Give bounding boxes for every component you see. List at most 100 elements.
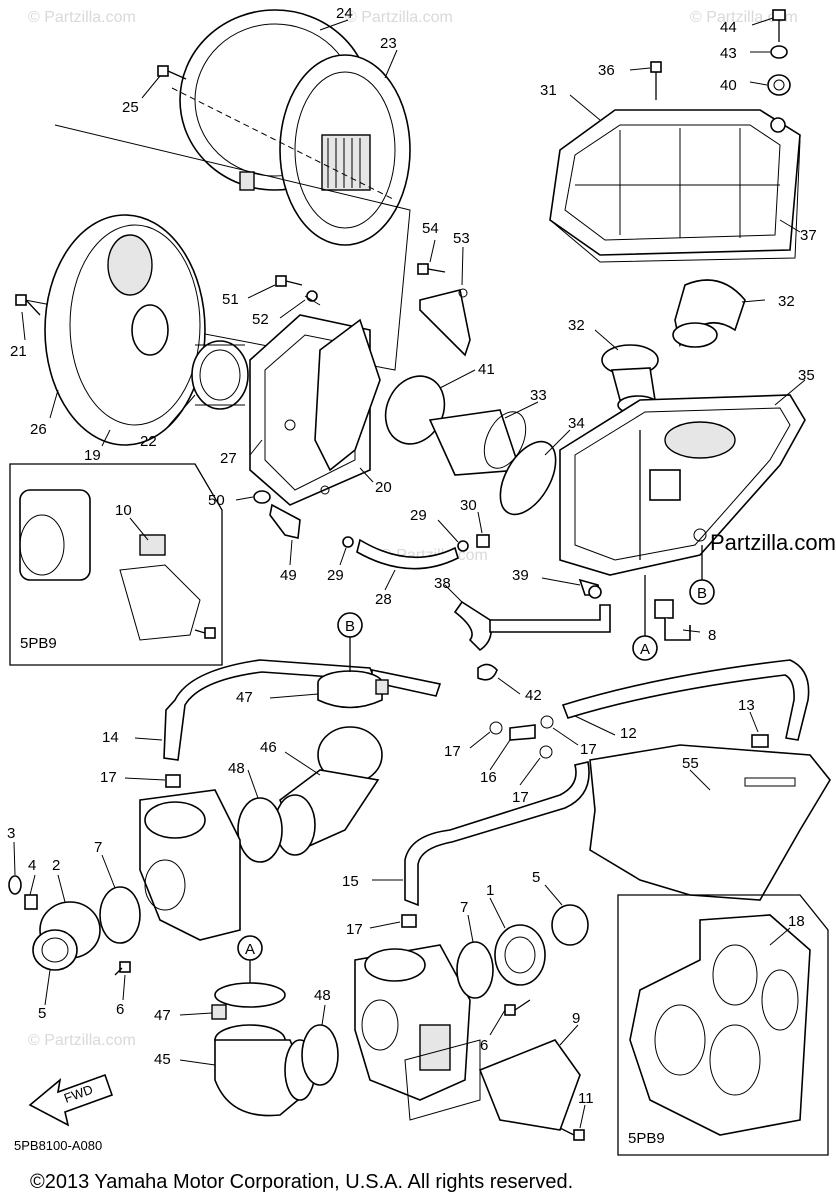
part-label: 46: [260, 739, 277, 756]
hole-b: [693, 528, 707, 542]
bracket-hole: [770, 117, 786, 133]
clip-29: [457, 540, 469, 552]
part-label: 52: [252, 311, 269, 328]
callout-b-label: B: [345, 618, 355, 635]
inset-5pb9-carb: 5PB9: [9, 463, 223, 666]
part-label: 51: [222, 291, 239, 308]
joint-1: [494, 924, 546, 986]
part-label: 31: [540, 82, 557, 99]
clamp-7: [456, 941, 494, 999]
part-label: 50: [208, 492, 225, 509]
part-label: 36: [598, 62, 615, 79]
callout-a-label: A: [640, 641, 650, 658]
watermark: © Partzilla.com: [690, 9, 798, 26]
variant-label: 5PB9: [628, 1130, 665, 1147]
clip-17: [539, 745, 553, 759]
air-case-cover-31: [549, 109, 801, 256]
seal-37: [549, 139, 801, 263]
clip-13: [751, 734, 769, 748]
clip-17: [540, 715, 554, 729]
air-case-35: [559, 394, 806, 576]
hose-38: [453, 600, 493, 652]
bolt-54: [417, 263, 446, 275]
part-label: 11: [578, 1090, 594, 1107]
protector-55: [589, 744, 831, 901]
part-label: 17: [512, 789, 529, 806]
part-label: 3: [7, 825, 15, 842]
plug-30: [476, 534, 490, 548]
band-47: [317, 670, 389, 709]
part-label: 48: [314, 987, 331, 1004]
callout-b: B: [689, 579, 715, 605]
part-labels: 24 23 25 21 26 19 22 27 20 51 52 54 53 5…: [7, 5, 817, 1107]
part-label: 43: [720, 45, 737, 62]
part-label: 6: [116, 1001, 124, 1018]
band-48: [237, 797, 283, 863]
air-cleaner-element: [279, 54, 411, 246]
part-label: 21: [10, 343, 27, 360]
part-label: 29: [327, 567, 344, 584]
bolt-51: [275, 275, 303, 287]
part-label: 49: [280, 567, 297, 584]
part-label: 44: [720, 19, 737, 36]
clip-42: [477, 663, 498, 681]
part-label: 1: [486, 882, 494, 899]
part-label: 38: [434, 575, 451, 592]
bolt-inset: [194, 627, 216, 639]
part-label: 15: [342, 873, 359, 890]
bolt-6: [114, 961, 131, 976]
clip-17: [489, 721, 503, 735]
part-label: 24: [336, 5, 353, 22]
callout-a-lower: A: [237, 935, 263, 961]
clamp-7: [99, 886, 141, 944]
callout-a: A: [632, 635, 658, 661]
part-label: 37: [800, 227, 817, 244]
part-label: 55: [682, 755, 699, 772]
cover-9: [478, 1039, 581, 1131]
part-label: 14: [102, 729, 119, 746]
assembly-line: [24, 124, 411, 371]
copyright: ©2013 Yamaha Motor Corporation, U.S.A. A…: [30, 1171, 573, 1193]
collar-43: [770, 45, 788, 59]
callout-a-label: A: [245, 941, 255, 958]
clip-17: [401, 914, 417, 928]
inset-5pb9-gasket: 5PB9: [617, 894, 829, 1156]
bracket-53: [419, 288, 471, 357]
grommet-40: [767, 74, 791, 96]
clip-39: [588, 585, 602, 599]
hose-4: [24, 894, 38, 910]
joint-46: [274, 726, 383, 856]
part-label: 8: [708, 627, 716, 644]
watermark: © Partzilla.com: [345, 9, 453, 26]
band-48: [301, 1024, 339, 1086]
part-label: 29: [410, 507, 427, 524]
cap-3: [8, 875, 22, 895]
part-label: 17: [580, 741, 597, 758]
plug-8: [654, 599, 691, 641]
leader-lines: [13, 17, 806, 1129]
joint-45: [214, 1024, 316, 1117]
carburetor-left: [139, 789, 241, 941]
part-label: 7: [460, 899, 468, 916]
variant-label: 5PB9: [20, 635, 57, 652]
band-47-lower: [211, 982, 286, 1020]
bolt-21: [15, 294, 41, 316]
bracket-20: [314, 318, 381, 495]
carburetor-right: [354, 944, 471, 1101]
part-label: 47: [236, 689, 253, 706]
bolt-11: [559, 1127, 585, 1141]
band-34: [499, 440, 557, 516]
part-label: 23: [380, 35, 397, 52]
clip-29: [342, 536, 354, 548]
clip-17: [165, 774, 181, 788]
callout-b-lower: B: [337, 612, 363, 638]
hose-38: [489, 604, 611, 633]
part-label: 18: [788, 913, 805, 930]
callout-b-label: B: [697, 585, 707, 602]
part-label: 47: [154, 1007, 171, 1024]
part-label: 45: [154, 1051, 171, 1068]
watermark: © Partzilla.com: [28, 1032, 136, 1049]
diagram-code: 5PB8100-A080: [14, 1138, 102, 1153]
grommet-50: [253, 490, 271, 504]
